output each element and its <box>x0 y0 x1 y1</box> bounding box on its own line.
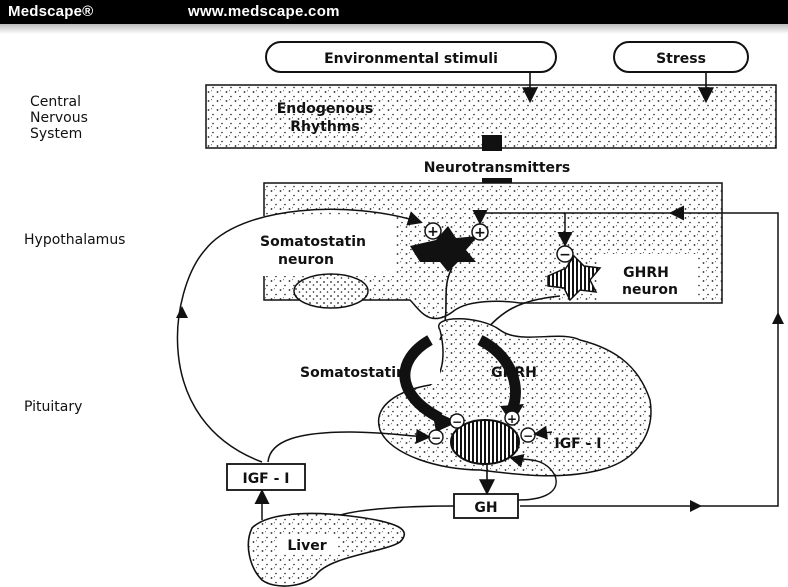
igf-box-label: IGF - I <box>242 471 289 487</box>
arrow-up-left-icon <box>176 306 188 318</box>
median-eminence-oval <box>294 274 368 308</box>
ghrh-neuron-label-2: neuron <box>622 282 678 298</box>
neurotransmitters-label: Neurotransmitters <box>424 160 571 176</box>
pituitary-somatostatin-label: Somatostatin <box>300 365 406 381</box>
pit-minus-1-text: − <box>452 415 462 429</box>
cns-output-block <box>482 135 502 151</box>
pit-minus-2-text: − <box>431 431 441 445</box>
label-nervous: Nervous <box>30 110 88 126</box>
label-pituitary: Pituitary <box>24 399 82 415</box>
pit-igf-label: IGF - I <box>554 436 601 452</box>
plus-sign-1-text: + <box>427 224 439 240</box>
endogenous-label: Endogenous <box>277 101 374 117</box>
minus-sign-1-text: − <box>559 247 571 263</box>
rhythms-label: Rhythms <box>290 119 359 135</box>
label-central: Central <box>30 94 81 110</box>
somatostatin-neuron-label-2: neuron <box>278 252 334 268</box>
environmental-stimuli-label: Environmental stimuli <box>324 51 498 67</box>
liver-label: Liver <box>287 538 326 554</box>
arrow-up-right-icon <box>772 312 784 324</box>
pit-plus-1-text: + <box>507 412 517 426</box>
somatostatin-neuron-label-1: Somatostatin <box>260 234 366 250</box>
arrow-right-gh-icon <box>690 500 702 512</box>
ghrh-neuron-label-1: GHRH <box>623 265 669 281</box>
pit-minus-3-text: − <box>523 429 533 443</box>
label-system: System <box>30 126 82 142</box>
label-hypothalamus: Hypothalamus <box>24 232 125 248</box>
plus-sign-2-text: + <box>474 225 486 241</box>
stress-label: Stress <box>656 51 706 67</box>
gh-label: GH <box>474 500 497 516</box>
